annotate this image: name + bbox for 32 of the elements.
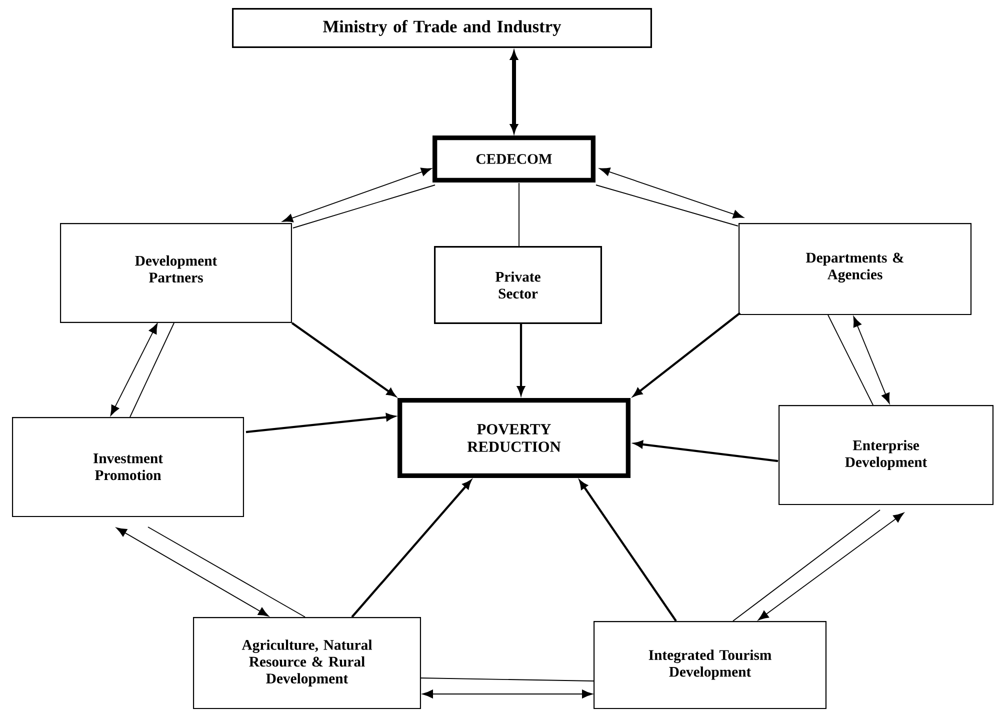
process-box: Development Partners [60,223,292,323]
arrow [599,168,744,218]
arrow [282,168,432,222]
process-box: POVERTY REDUCTION [398,398,630,478]
process-box: Agriculture, Natural Resource & Rural Development [193,617,421,709]
connector-line [596,184,738,226]
heading-box: Ministry of Trade and Industry [232,8,652,48]
arrow [579,480,677,622]
process-box: Enterprise Development [778,405,994,505]
process-box: Integrated Tourism Development [594,621,827,709]
connector-line [292,184,436,228]
arrow [633,312,741,396]
arrow [110,323,158,416]
arrow [422,690,593,698]
connector-line [732,510,880,622]
arrow [351,480,472,618]
connector-line [420,678,594,682]
connector-line [828,314,874,406]
process-box: CEDECOM [432,136,596,182]
arrow [758,512,904,620]
connector-line [518,182,520,246]
connector-line [130,322,174,418]
process-box: Investment Promotion [12,417,244,517]
arrow [517,324,525,395]
process-box: Private Sector [434,246,602,324]
arrow [116,527,269,617]
connector-line [148,526,306,618]
arrow [291,322,396,397]
arrow [246,413,395,434]
process-box: Departments & Agencies [738,223,972,315]
arrow [634,440,778,462]
arrow [853,316,890,404]
